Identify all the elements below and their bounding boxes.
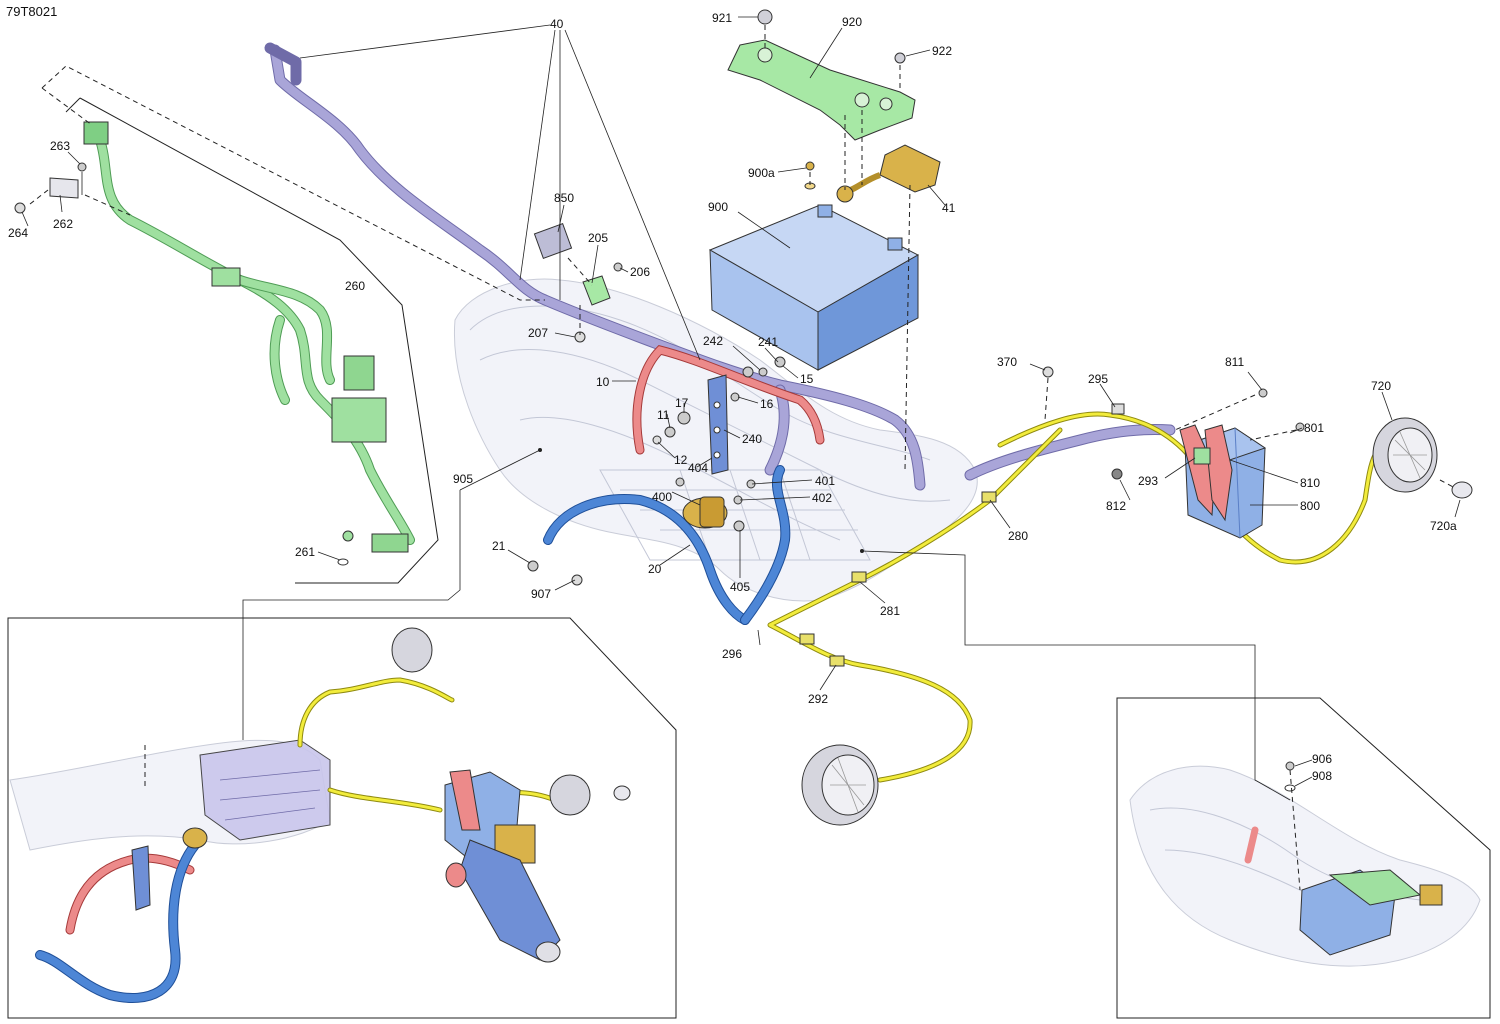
callout-41: 41: [942, 201, 956, 215]
drawing-id: 79T8021: [6, 4, 57, 19]
callout-810: 810: [1300, 476, 1320, 490]
callout-921: 921: [712, 11, 732, 25]
callout-17: 17: [675, 396, 689, 410]
light-lower: [801, 744, 879, 826]
callout-15: 15: [800, 372, 814, 386]
callout-401: 401: [815, 474, 835, 488]
callout-801: 801: [1304, 421, 1324, 435]
callout-260: 260: [345, 279, 365, 293]
callout-400: 400: [652, 490, 672, 504]
callout-922: 922: [932, 44, 952, 58]
callout-811: 811: [1225, 355, 1244, 369]
group-frame-260: [65, 97, 439, 584]
connector-850: [533, 223, 623, 343]
callout-907: 907: [531, 587, 551, 601]
callout-12: 12: [674, 453, 688, 467]
callout-402: 402: [812, 491, 832, 505]
assembly-dashed-lines: [29, 25, 1456, 891]
callout-labels: 79T8021 40 921 920 922 263 262 264 260 2…: [6, 4, 1457, 783]
callout-20: 20: [648, 562, 662, 576]
callout-900a: 900a: [748, 166, 775, 180]
callout-720: 720: [1371, 379, 1391, 393]
detail-frame-right: [1116, 697, 1491, 1019]
callout-263: 263: [50, 139, 70, 153]
callout-908: 908: [1312, 769, 1332, 783]
callout-293: 293: [1138, 474, 1158, 488]
callout-720a: 720a: [1430, 519, 1457, 533]
callout-850: 850: [554, 191, 574, 205]
blue-cable-20: [543, 465, 791, 625]
callout-264: 264: [8, 226, 28, 240]
callout-800: 800: [1300, 499, 1320, 513]
bracket-240: [652, 356, 786, 475]
callout-21: 21: [492, 539, 506, 553]
callout-280: 280: [1008, 529, 1028, 543]
callout-405: 405: [730, 580, 750, 594]
main-harness-40: [264, 42, 1176, 491]
small-parts-262-264: [14, 162, 349, 566]
terminal-41: [804, 144, 941, 203]
callout-262: 262: [53, 217, 73, 231]
callout-404: 404: [688, 461, 708, 475]
module-800: [1111, 388, 1305, 539]
callout-205: 205: [588, 231, 608, 245]
callout-920: 920: [842, 15, 862, 29]
callout-905: 905: [453, 472, 473, 486]
callout-241: 241: [758, 335, 778, 349]
right-detail-assembly: [1129, 761, 1481, 967]
leader-lines: [21, 16, 1461, 801]
red-cable-10: [632, 345, 825, 455]
callout-240: 240: [742, 432, 762, 446]
detail-frame-left: [7, 617, 677, 1019]
callout-16: 16: [760, 397, 774, 411]
callout-370: 370: [997, 355, 1017, 369]
callout-906: 906: [1312, 752, 1332, 766]
callout-40: 40: [550, 17, 564, 31]
callout-296: 296: [722, 647, 742, 661]
callout-900: 900: [708, 200, 728, 214]
callout-10: 10: [596, 375, 610, 389]
callout-261: 261: [295, 545, 315, 559]
solenoid-400: [527, 477, 756, 586]
bracket-920: [727, 9, 916, 141]
left-detail-assembly: [9, 627, 631, 1003]
callout-295: 295: [1088, 372, 1108, 386]
callout-242: 242: [703, 334, 723, 348]
callout-292: 292: [808, 692, 828, 706]
callout-11: 11: [657, 408, 670, 422]
callout-206: 206: [630, 265, 650, 279]
callout-812: 812: [1106, 499, 1126, 513]
callout-281: 281: [880, 604, 900, 618]
harness-260: [83, 121, 415, 553]
battery-900: [708, 204, 920, 371]
callout-207: 207: [528, 326, 548, 340]
light-720: [1372, 417, 1473, 499]
